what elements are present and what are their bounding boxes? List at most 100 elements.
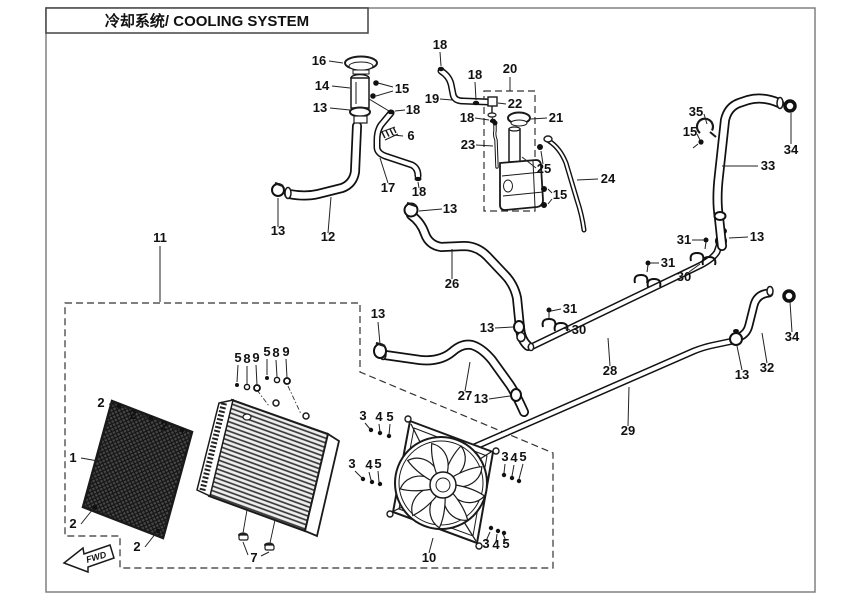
callout-27: 27 — [458, 388, 472, 403]
callout-5: 5 — [502, 536, 509, 551]
callout-8: 8 — [272, 345, 279, 360]
leader-line — [502, 533, 507, 542]
callout-13: 13 — [443, 201, 457, 216]
callout-29: 29 — [621, 423, 635, 438]
leader-line — [495, 533, 498, 543]
pipe-holder-30 — [541, 251, 717, 332]
fwd-indicator: FWD — [62, 544, 115, 574]
fan-hub — [429, 471, 457, 499]
leader-line — [354, 470, 363, 479]
callout-5: 5 — [234, 350, 241, 365]
leader-line — [327, 196, 332, 234]
radiator-mount-tab — [272, 399, 280, 407]
hose-33 — [692, 98, 797, 247]
leader-line — [140, 415, 150, 419]
callout-9: 9 — [252, 350, 259, 365]
leader-line — [562, 327, 571, 331]
callout-6: 6 — [407, 128, 414, 143]
callout-5: 5 — [263, 344, 270, 359]
callout-31: 31 — [563, 301, 577, 316]
leader-line — [494, 326, 514, 329]
callout-18: 18 — [433, 37, 447, 52]
radiator-right-tank — [303, 432, 341, 538]
callout-13: 13 — [313, 100, 327, 115]
leader-line — [789, 301, 793, 333]
bolt-25 — [537, 144, 543, 150]
callout-10: 10 — [422, 550, 436, 565]
callout-4: 4 — [492, 537, 500, 552]
leader-line — [377, 321, 381, 345]
fwd-arrow-icon — [62, 544, 115, 574]
leader-line — [108, 403, 118, 407]
callout-28: 28 — [603, 363, 617, 378]
callout-5: 5 — [374, 456, 381, 471]
radiator-cap-assembly — [344, 55, 390, 124]
leader-line — [540, 150, 544, 165]
wire-clip-35 — [692, 117, 717, 149]
leader-line — [275, 359, 278, 378]
radiator-core — [196, 376, 341, 551]
leader-line — [368, 471, 372, 481]
leader-line — [377, 470, 380, 483]
radiator-screen-1 — [81, 399, 194, 540]
leader-line — [378, 423, 381, 433]
callout-8: 8 — [243, 351, 250, 366]
callout-13: 13 — [271, 223, 285, 238]
leader-line — [144, 532, 157, 548]
leader-line — [80, 457, 99, 462]
fitting-22 — [487, 96, 498, 107]
callout-4: 4 — [510, 450, 518, 465]
leader-line — [530, 117, 548, 120]
hose-26 — [403, 201, 529, 346]
leader-line — [521, 156, 537, 169]
leader-line — [547, 188, 553, 194]
callout-32: 32 — [760, 360, 774, 375]
leader-line — [550, 308, 562, 312]
callout-23: 23 — [461, 137, 475, 152]
title-box: 冷却系统/ COOLING SYSTEM — [45, 7, 369, 34]
callout-15: 15 — [553, 187, 567, 202]
callout-25: 25 — [537, 161, 551, 176]
callout-3: 3 — [501, 449, 508, 464]
rubber-mount-7 — [238, 532, 275, 551]
radiator-mount-tab — [302, 412, 310, 420]
callout-3: 3 — [359, 408, 366, 423]
callout-13: 13 — [750, 229, 764, 244]
assembly-box-11 — [64, 302, 554, 569]
callout-15: 15 — [683, 124, 697, 139]
fan-assembly-10 — [360, 415, 522, 550]
leader-line — [377, 82, 394, 88]
callout-35: 35 — [689, 104, 703, 119]
leader-line — [285, 358, 288, 379]
vent-pipe-17 — [377, 110, 422, 182]
callout-33: 33 — [761, 158, 775, 173]
callout-13: 13 — [480, 320, 494, 335]
leader-line — [379, 157, 389, 184]
tube-23-fitting — [492, 120, 498, 126]
leader-line — [255, 364, 258, 386]
callout-12: 12 — [321, 229, 335, 244]
leader-line — [576, 178, 599, 181]
callout-34: 34 — [785, 329, 800, 344]
callout-16: 16 — [312, 53, 326, 68]
callout-4: 4 — [365, 457, 373, 472]
leader-line — [627, 386, 630, 427]
leader-line — [417, 181, 420, 189]
callout-20: 20 — [503, 61, 517, 76]
leader-line — [475, 144, 494, 147]
leader-line — [518, 463, 524, 480]
leader-line — [260, 551, 270, 557]
callout-31: 31 — [677, 232, 691, 247]
callout-17: 17 — [381, 180, 395, 195]
leader-line — [761, 332, 768, 364]
callout-2: 2 — [133, 539, 140, 554]
hose-32 — [729, 285, 796, 346]
callout-2: 2 — [69, 516, 76, 531]
callout-30: 30 — [677, 269, 691, 284]
callout-3: 3 — [482, 536, 489, 551]
callout-4: 4 — [375, 409, 383, 424]
leader-line — [171, 426, 181, 431]
callout-30: 30 — [572, 322, 586, 337]
leader-line — [439, 98, 453, 101]
